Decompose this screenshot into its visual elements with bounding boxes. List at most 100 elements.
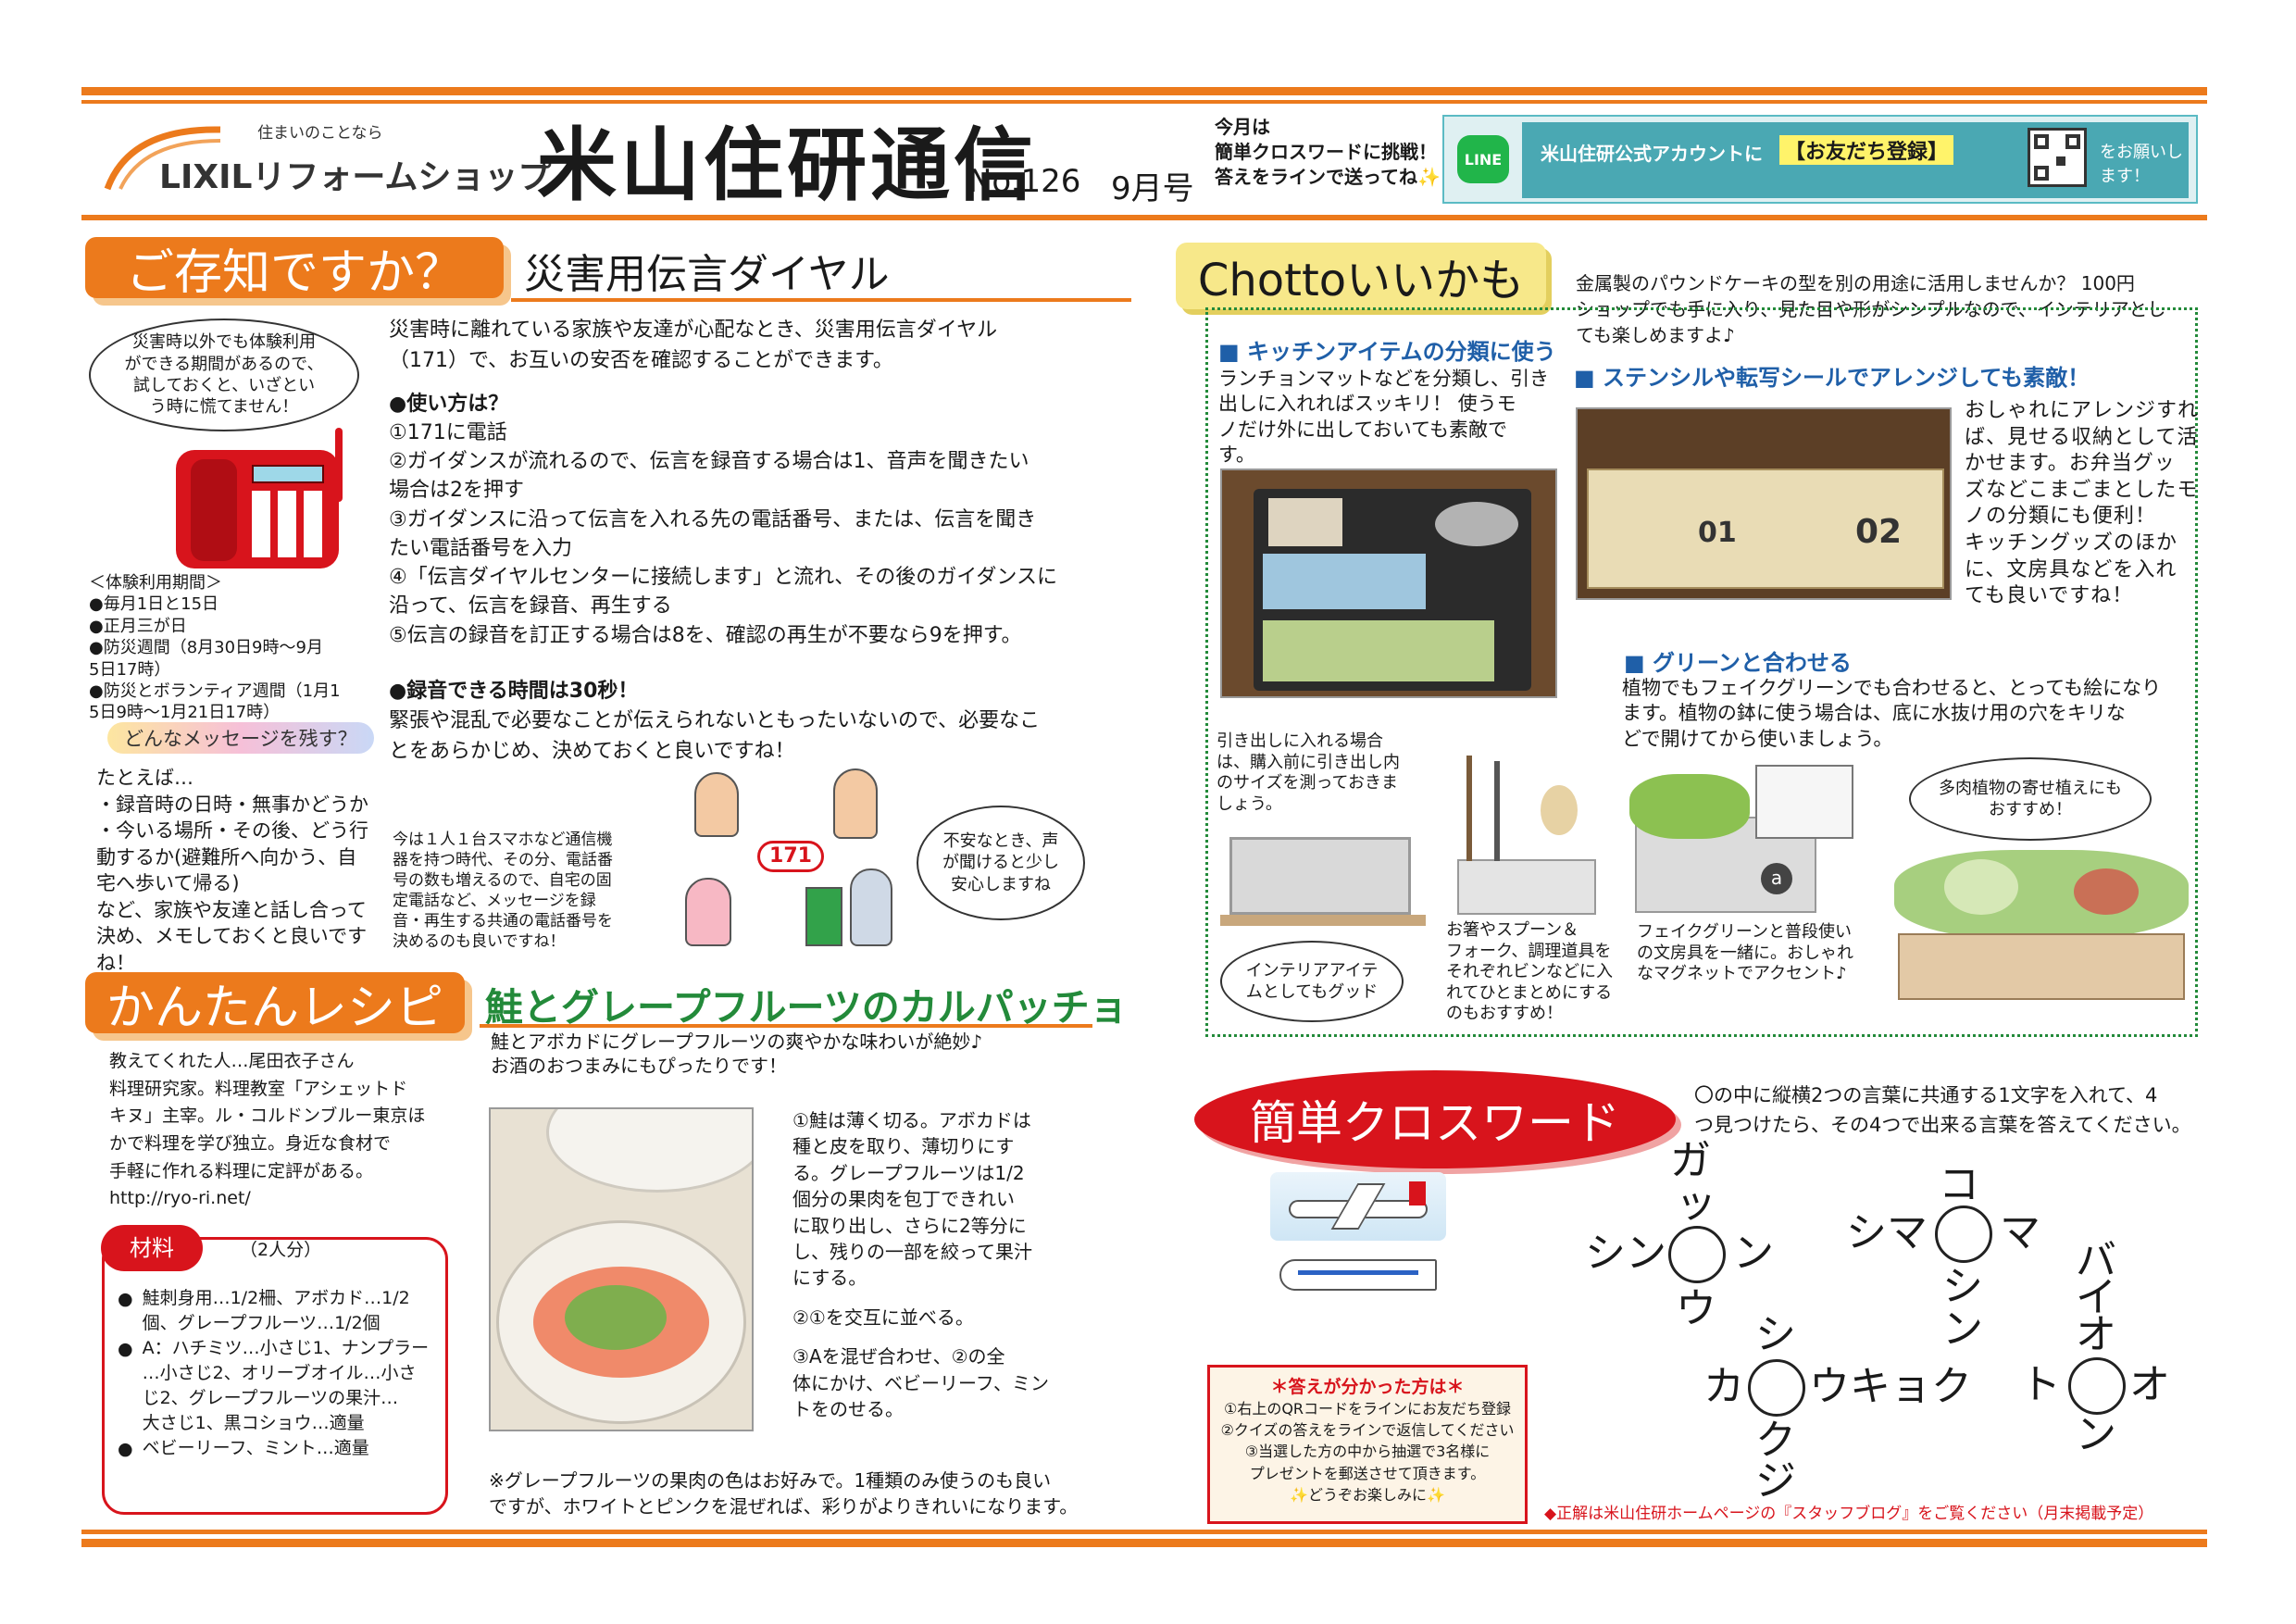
chotto-badge: Chottoいいかも [1176,243,1546,309]
logo-name: LIXILリフォームショップ [159,158,552,196]
know-title: 災害用伝言ダイヤル [524,251,890,298]
recipe-step: ①鮭は薄く切る。アボカドは 種と皮を取り、薄切りにす る。グレープフルーツは1/… [792,1109,1032,1290]
line-label: LINE [1464,150,1503,169]
puzzle-char: イ [2076,1274,2116,1321]
recipe-title-rule [480,1024,1092,1028]
puzzle-char: ン [1733,1230,1774,1277]
puzzle-char: ト [2020,1361,2061,1408]
puzzle-char: ガ [1670,1137,1711,1184]
answer-circle[interactable] [1668,1226,1726,1283]
logo-tagline: 住まいのことなら [257,124,383,143]
puzzle-char: ク [1931,1363,1972,1410]
know-intro: 災害時に離れている家族や友達が心配なとき、災害用伝言ダイヤル （171）で、お互… [389,319,998,372]
line-logo-icon: LINE [1457,135,1509,183]
carpaccio-photo [489,1107,754,1431]
trial-periods: ＜体験利用期間＞ ●毎月1日と15日 ●正月三が日 ●防災週間（8月30日9時～… [89,573,341,723]
top-bar [81,87,2207,95]
answer-circle[interactable] [1935,1206,1992,1263]
bottom-bar-thin [81,1530,2207,1534]
howto-step: ②ガイダンスが流れるので、伝言を録音する場合は1、音声を聞きたい 場合は2を押す [389,450,1029,503]
answer-howto-step: ③当選した方の中から抽選で3名様に プレゼントを郵送させて頂きます。 [1244,1443,1491,1482]
crossword-promo: 今月は 簡単クロスワードに挑戦！ 答えをラインで送ってね✨ [1215,116,1441,188]
puzzle-char: マ [1887,1209,1928,1256]
puzzle-char: ク [1755,1417,1796,1464]
line-banner[interactable]: LINE 米山住研公式アカウントに 【お友だち登録】 をお願いします！ [1442,115,2198,204]
howto-title: ●使い方は？ [389,393,509,416]
person-icon [850,868,892,946]
drawer-photo [1220,468,1557,698]
reassurance-bubble: 不安なとき、声 が聞けると少し 安心しますね [917,806,1085,920]
telephone-icon [172,428,354,570]
puzzle-char: シ [1942,1263,1983,1310]
recipe-step: ③Aを混ぜ合わせ、②の全 体にかけ、ベビーリーフ、ミン トをのせる。 [792,1345,1049,1420]
issue-number: No.126 [968,163,1081,200]
puzzle-char: コ [1939,1161,1979,1208]
fake-green-photo: a [1629,761,1868,918]
answer-howto-box: ＊答えが分かった方は＊ ①右上のQRコードをラインにお友だち登録 ②クイズの答え… [1207,1365,1528,1524]
puzzle-char: オ [2076,1311,2116,1358]
puzzle-char: キ [1850,1363,1890,1410]
record-title: ●録音できる時間は30秒！ [389,680,639,703]
family-call-illustration: 171 [676,768,917,950]
puzzle-3: シ カ ウ キ ョ ク ク ジ [1703,1311,2018,1502]
know-title-rule [511,298,1131,302]
puzzle-char: カ [1703,1363,1744,1410]
interior-bubble: インテリアアイテ ムとしてもグッド [1220,941,1404,1022]
know-badge: ご存知ですか？ [85,237,504,301]
howto-step: ③ガイダンスに沿って伝言を入れる先の電話番号、または、伝言を聞き たい電話番号を… [389,507,1037,560]
box-label-01: 01 [1698,517,1737,549]
logo-swoosh-icon [104,126,221,191]
bottom-bar [81,1539,2207,1547]
ingredient-item: A：ハチミツ…小さじ1、ナンプラー …小さじ2、オリーブオイル…小さ じ2、グレ… [142,1337,430,1433]
puzzle-char: ウ [1809,1363,1850,1410]
puzzle-char: ン [1942,1305,1983,1353]
ingredient-item: 鮭刺身用…1/2柵、アボカド…1/2 個、グレープフルーツ…1/2個 [142,1288,410,1333]
puzzle-char: マ [2000,1209,2040,1256]
chotto-frame [1205,307,2198,1037]
recipe-note: ※グレープフルーツの果肉の色はお好みで。1種類のみ使うのも良い ですが、ホワイト… [489,1469,1079,1518]
know-bubble: 災害時以外でも体験利用 ができる期間があるので、 試しておくと、いざとい う時に… [89,319,359,431]
record-text: 緊張や混乱で必要なことが伝えられないともったいないので、必要なこ とをあらかじめ… [389,709,1041,763]
puzzle-char: ッ [1676,1180,1716,1227]
stencil-text: おしゃれにアレンジすれ ば、見せる収納として活 かせます。お弁当グッ ズなどこま… [1965,399,2200,608]
puzzle-1: ガ ッ シ ン ン ウ [1585,1137,1774,1335]
logo: 住まいのことなら LIXILリフォームショップ [102,119,551,204]
kitchen-text: ランチョンマットなどを分類し、引き 出しに入れればスッキリ！ 使うモ ノだけ外に… [1218,368,1549,466]
howto-steps: ①171に電話 ②ガイダンスが流れるので、伝言を録音する場合は1、音声を聞きたい… [389,418,1092,650]
answer-circle[interactable] [2068,1357,2126,1415]
answer-howto-step: ✨どうぞお楽しみに✨ [1290,1485,1445,1504]
payphone-icon [805,887,842,946]
crossword-badge: 簡単クロスワード [1194,1070,1676,1168]
puzzle-4: バ イ オ ト オ ン [2020,1237,2170,1455]
puzzle-char: ョ [1890,1363,1931,1410]
answer-howto-title: ＊答えが分かった方は＊ [1270,1377,1465,1397]
kitchen-title: ■ キッチンアイテムの分類に使う [1218,339,1556,365]
ingredients-servings: （2人分） [240,1240,322,1260]
fake-green-note: フェイクグリーンと普段使い の文房具を一緒に。おしゃれ なマグネットでアクセント… [1637,922,1853,983]
line-banner-highlight: 【お友だち登録】 [1779,135,1954,165]
puzzle-char: シ [1585,1230,1626,1277]
puzzle-2: コ シ マ マ シ ン [1846,1161,2040,1359]
ingredients-box: 材料 （2人分） ●鮭刺身用…1/2柵、アボカド…1/2 個、グレープフルーツ…… [101,1225,448,1515]
puzzle-char: シ [1755,1311,1796,1358]
line-banner-tail: をお願いします！ [2100,143,2183,186]
succulent-bubble: 多肉植物の寄せ植えにも おすすめ！ [1909,757,2152,841]
header-divider [81,215,2207,220]
answer-circle[interactable] [1748,1359,1805,1417]
puzzle-char: ウ [1676,1285,1716,1332]
answer-howto-step: ②クイズの答えをラインで返信してください [1220,1421,1515,1440]
green-text: 植物でもフェイクグリーンでも合わせると、とっても絵になり ます。植物の鉢に使う場… [1622,677,2162,750]
line-banner-text: 米山住研公式アカウントに [1541,143,1763,165]
puzzle-char: バ [2076,1237,2116,1284]
message-example: たとえば… ・録音時の日時・無事かどうか ・今いる場所・その後、どう行 動するか… [96,767,368,974]
top-bar-thin [81,100,2207,104]
dial-171-label: 171 [757,841,824,872]
utensil-photo [1448,748,1603,918]
drawer-note: 引き出しに入れる場合 は、購入前に引き出し内 のサイズを測っておきま しょう。 [1217,731,1400,814]
puzzle-char: シ [1846,1209,1887,1256]
message-badge: どんなメッセージを残す？ [107,722,374,754]
answer-howto-step: ①右上のQRコードをラインにお友だち登録 [1223,1400,1512,1418]
qr-code-icon [2028,128,2087,187]
answer-footer: ◆正解は米山住研ホームページの『スタッフブログ』をご覧ください（月末掲載予定） [1544,1505,2154,1523]
issue-month: 9月号 [1111,170,1194,207]
